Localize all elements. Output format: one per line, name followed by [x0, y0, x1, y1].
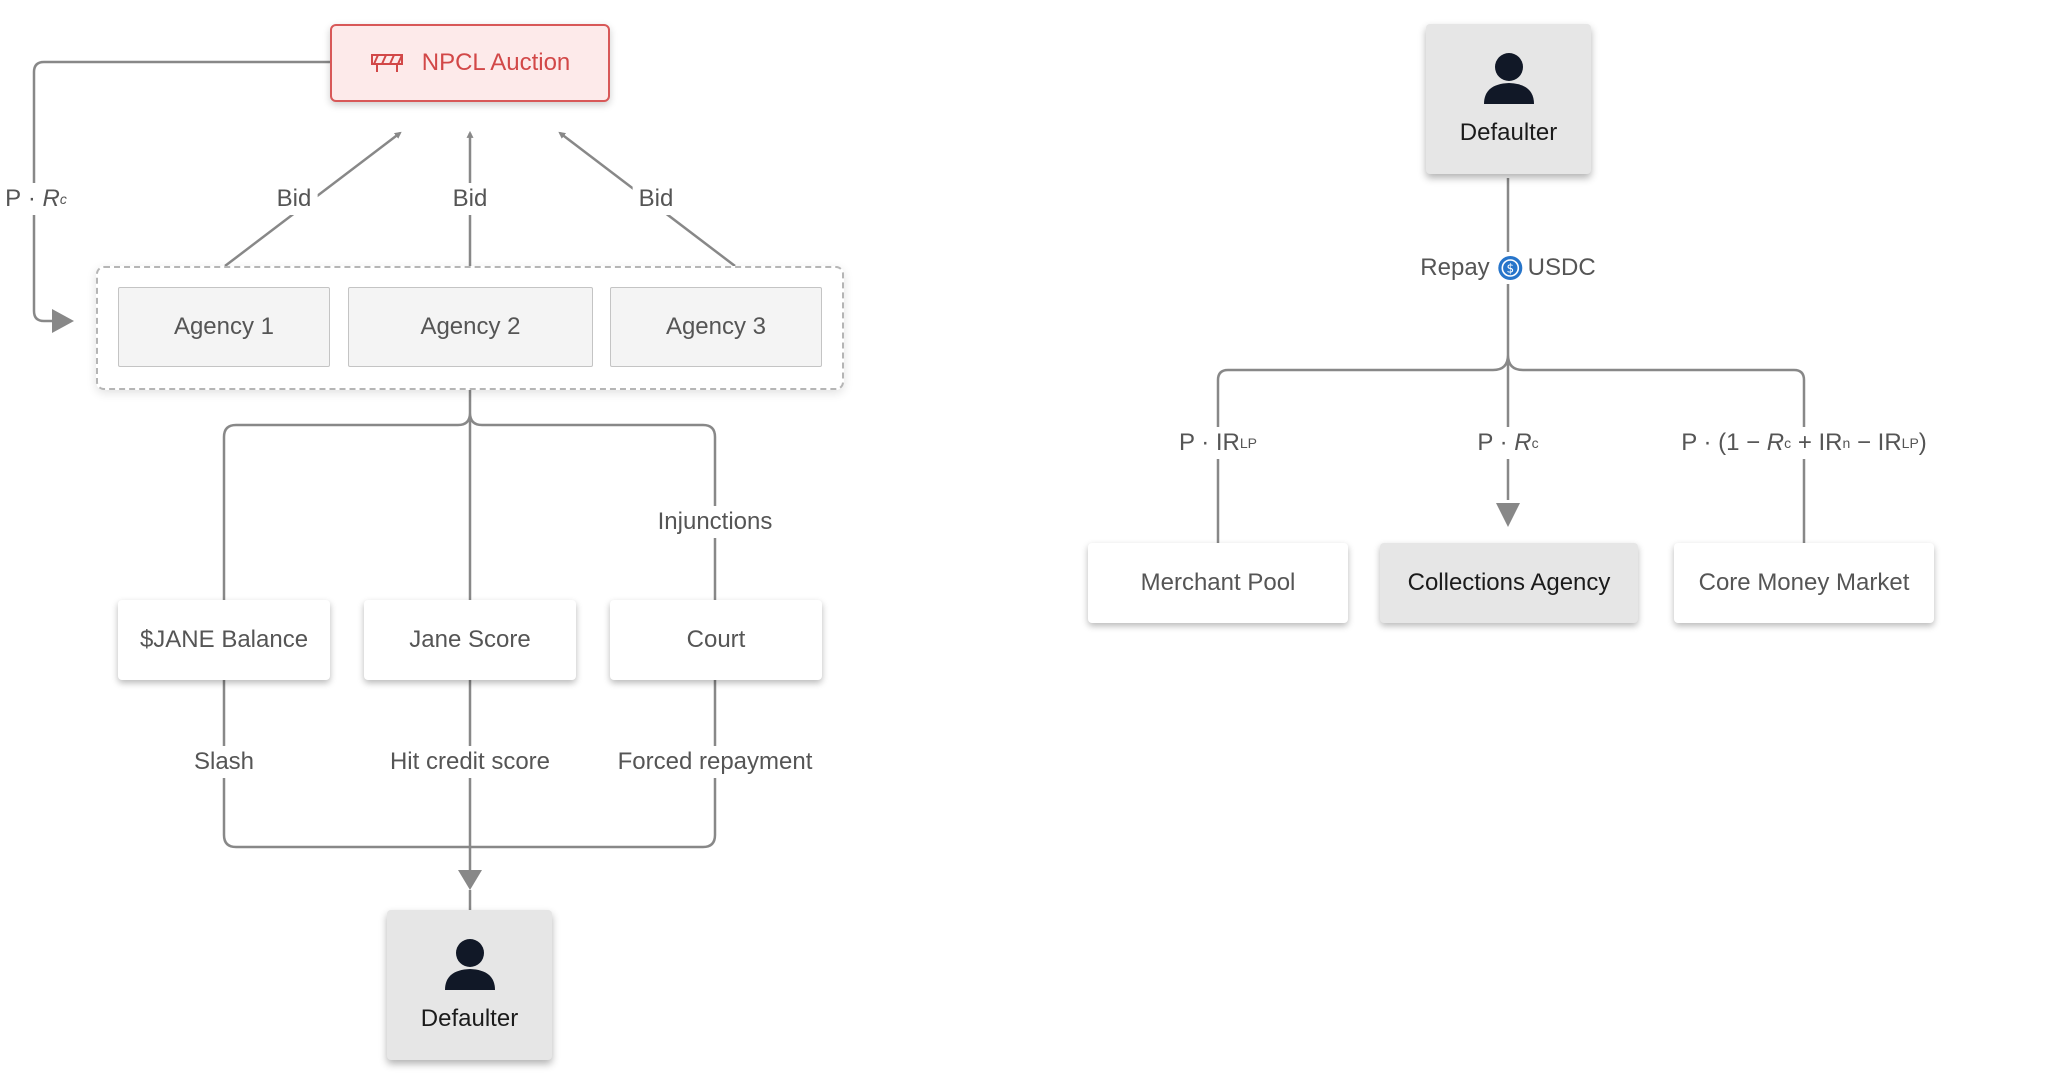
agency-3-node: Agency 3 — [610, 287, 822, 367]
jane-score-node: Jane Score — [364, 600, 576, 680]
forced-repayment-label: Forced repayment — [611, 746, 819, 778]
core-money-market-node: Core Money Market — [1674, 543, 1934, 623]
jane-balance-node: $JANE Balance — [118, 600, 330, 680]
defaulter-arrowhead — [458, 870, 482, 890]
person-icon — [443, 938, 497, 997]
svg-text:$: $ — [1507, 262, 1515, 276]
loop-arrowhead — [52, 309, 74, 333]
merchant-pool-node: Merchant Pool — [1088, 543, 1348, 623]
left-defaulter-node: Defaulter — [387, 910, 552, 1060]
injunctions-label: Injunctions — [651, 506, 779, 538]
collections-agency-node: Collections Agency — [1380, 543, 1638, 623]
slash-label: Slash — [187, 746, 261, 778]
court-node: Court — [610, 600, 822, 680]
agency-arrowhead — [1496, 503, 1520, 527]
enforcement-fan — [222, 390, 717, 600]
right-defaulter-node: Defaulter — [1426, 24, 1591, 174]
agency-1-node: Agency 1 — [118, 287, 330, 367]
agency-2-node: Agency 2 — [348, 287, 593, 367]
defaulter-label: Defaulter — [420, 1004, 519, 1032]
npcl-auction-label: NPCL Auction — [421, 49, 571, 76]
hit-credit-score-label: Hit credit score — [383, 746, 557, 778]
defaulter-label: Defaulter — [1459, 118, 1558, 146]
person-icon — [1482, 52, 1536, 111]
bid-label-1: Bid — [270, 183, 318, 215]
npcl-auction-node: NPCL Auction — [330, 24, 610, 102]
bid-label-2: Bid — [446, 183, 494, 215]
bid-label-3: Bid — [632, 183, 680, 215]
usdc-icon: $ — [1498, 255, 1524, 281]
barrier-icon — [370, 52, 404, 74]
repay-usdc-label: Repay $ USDC — [1414, 252, 1602, 284]
